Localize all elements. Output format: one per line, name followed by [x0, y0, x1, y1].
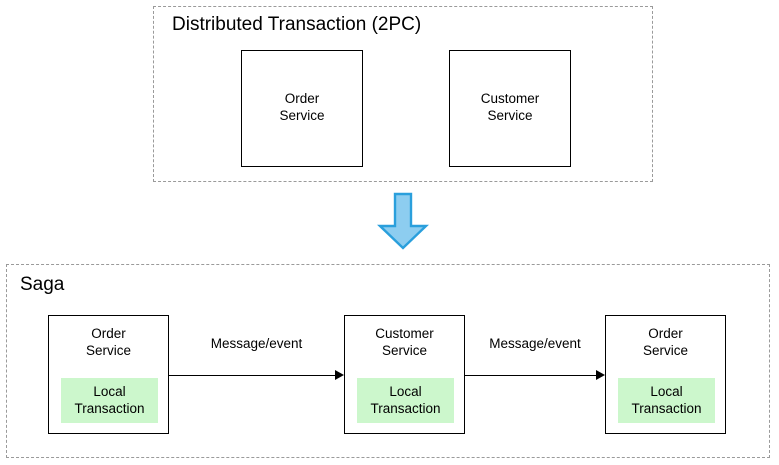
flow-arrow-1 [169, 370, 344, 381]
local-transaction-block-1: Local Transaction [61, 378, 158, 423]
service-box-order-saga-1[interactable]: Order Service Local Transaction [48, 315, 169, 434]
flow-arrow-1-line [169, 375, 335, 377]
flow-arrow-2-line [465, 375, 596, 377]
service-label-order-2pc: Order Service [242, 91, 362, 124]
service-label-line1: Order [284, 91, 320, 106]
local-transaction-line1: Local [650, 384, 683, 399]
local-transaction-line2: Transaction [74, 400, 145, 416]
service-label-line2: Service [381, 342, 427, 358]
local-transaction-line1: Local [389, 384, 422, 399]
flow-arrow-1-head [335, 370, 344, 381]
group-title-2pc: Distributed Transaction (2PC) [172, 14, 422, 35]
flow-arrow-2-head [596, 370, 605, 381]
service-label-order-saga-1: Order Service [49, 326, 168, 359]
service-label-customer-saga-2: Customer Service [345, 326, 464, 359]
service-box-customer-saga-2[interactable]: Customer Service Local Transaction [344, 315, 465, 434]
service-label-line1: Order [648, 326, 683, 341]
service-label-order-saga-3: Order Service [606, 326, 725, 359]
service-label-line1: Customer [480, 91, 540, 106]
local-transaction-block-3: Local Transaction [618, 378, 715, 423]
service-label-line2: Service [85, 342, 131, 358]
service-label-line1: Order [91, 326, 126, 341]
service-label-line1: Customer [375, 326, 434, 341]
flow-label-1: Message/event [210, 336, 303, 351]
local-transaction-line2: Transaction [370, 400, 441, 416]
service-label-line2: Service [279, 107, 325, 123]
local-transaction-line1: Local [93, 384, 126, 399]
service-box-order-2pc[interactable]: Order Service [241, 50, 363, 167]
service-label-line2: Service [487, 107, 533, 123]
local-transaction-line2: Transaction [631, 400, 702, 416]
local-transaction-block-2: Local Transaction [357, 378, 454, 423]
down-arrow-icon [374, 192, 432, 250]
service-box-order-saga-3[interactable]: Order Service Local Transaction [605, 315, 726, 434]
group-distributed-transaction-2pc [153, 6, 653, 182]
flow-arrow-2 [465, 370, 605, 381]
group-title-saga: Saga [20, 274, 65, 295]
service-box-customer-2pc[interactable]: Customer Service [449, 50, 571, 167]
service-label-customer-2pc: Customer Service [450, 91, 570, 124]
flow-label-2: Message/event [489, 336, 581, 351]
service-label-line2: Service [642, 342, 688, 358]
group-saga [6, 264, 770, 458]
